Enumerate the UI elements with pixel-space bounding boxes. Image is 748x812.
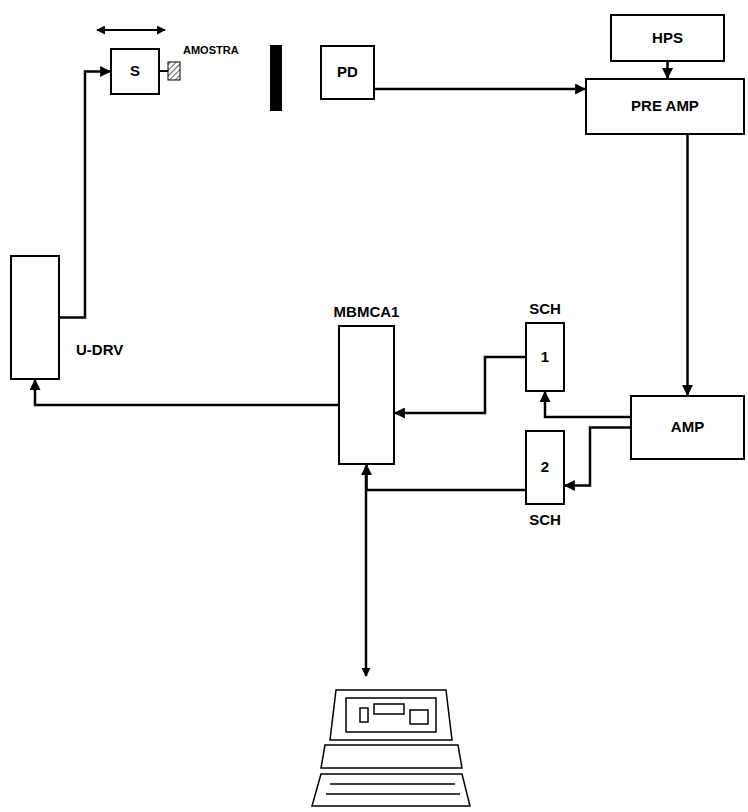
preamp-box: PRE AMP bbox=[585, 78, 745, 135]
signal-arrow bbox=[545, 392, 630, 417]
signal-arrow bbox=[686, 135, 689, 395]
detector-box: PD bbox=[320, 45, 375, 100]
sample bbox=[168, 62, 180, 80]
box-heading: SCH bbox=[529, 512, 561, 529]
source-box: S bbox=[110, 48, 160, 95]
box-heading: SCH bbox=[529, 301, 561, 318]
power-supply-box: HPS bbox=[610, 14, 725, 62]
signal-arrow bbox=[367, 465, 526, 490]
sca-box: 2SCH bbox=[525, 430, 565, 505]
computer-icon bbox=[312, 690, 470, 806]
signal-arrow bbox=[60, 72, 110, 318]
signal-arrow bbox=[666, 62, 669, 78]
box-heading: MBMCA1 bbox=[334, 304, 400, 321]
collimator bbox=[270, 45, 282, 111]
box-label: S bbox=[130, 63, 140, 80]
signal-arrow bbox=[395, 357, 525, 413]
box-label: PRE AMP bbox=[631, 98, 699, 115]
amplifier-box: AMP bbox=[630, 395, 745, 460]
sca-box: SCH1 bbox=[525, 322, 565, 392]
box-label: AMP bbox=[671, 419, 704, 436]
analyzer-box: MBMCA1 bbox=[338, 325, 395, 465]
signal-arrow bbox=[35, 380, 338, 405]
box-label: HPS bbox=[652, 30, 683, 47]
signal-arrow bbox=[375, 88, 585, 91]
sample-label: AMOSTRA bbox=[183, 44, 239, 56]
box-label: PD bbox=[337, 64, 358, 81]
box-label: 2 bbox=[541, 459, 549, 476]
sample-rod bbox=[160, 70, 168, 72]
box-label: 1 bbox=[541, 349, 549, 366]
motion-arrow bbox=[97, 29, 165, 31]
signal-arrow bbox=[565, 428, 630, 486]
drive-unit-box: U-DRV bbox=[10, 255, 60, 380]
box-heading: U-DRV bbox=[76, 342, 123, 359]
output-arrow bbox=[365, 466, 368, 676]
